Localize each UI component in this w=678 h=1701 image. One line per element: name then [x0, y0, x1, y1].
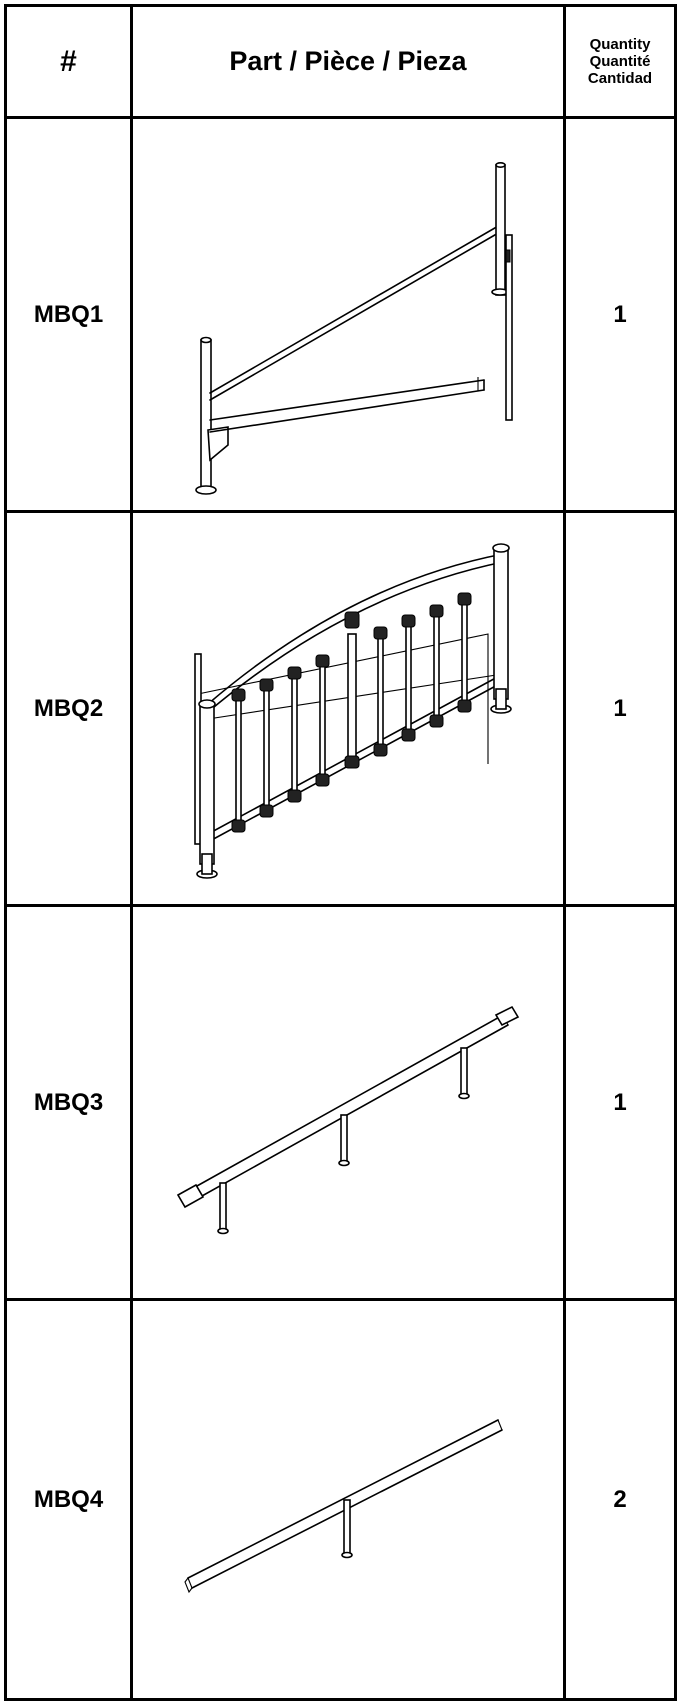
part-drawing-cell: [130, 904, 566, 1301]
header-quantity-en: Quantity: [589, 36, 651, 53]
parts-table: # Part / Pièce / Pieza Quantity Quantité…: [4, 4, 677, 1701]
header-number: #: [4, 4, 133, 119]
headboard-panel-drawing: [194, 542, 512, 879]
side-rail-frame-drawing: [195, 161, 513, 495]
part-drawing-cell: [130, 116, 566, 513]
table-row: MBQ2: [4, 510, 677, 907]
center-rail-drawing: [176, 1005, 520, 1234]
table-row: MBQ1: [4, 116, 677, 513]
part-quantity: 1: [563, 116, 677, 513]
table-row: MBQ4 2: [4, 1298, 677, 1701]
slat-drawing: [184, 1418, 503, 1593]
part-quantity: 1: [563, 904, 677, 1301]
part-id: MBQ3: [4, 904, 133, 1301]
header-quantity-es: Cantidad: [587, 70, 653, 87]
part-id: MBQ4: [4, 1298, 133, 1701]
part-id: MBQ2: [4, 510, 133, 907]
part-drawing-cell: [130, 1298, 566, 1701]
header-row: # Part / Pièce / Pieza Quantity Quantité…: [4, 4, 677, 119]
header-quantity: Quantity Quantité Cantidad: [563, 4, 677, 119]
table-row: MBQ3 1: [4, 904, 677, 1301]
header-part: Part / Pièce / Pieza: [130, 4, 566, 119]
part-quantity: 2: [563, 1298, 677, 1701]
part-id: MBQ1: [4, 116, 133, 513]
part-quantity: 1: [563, 510, 677, 907]
spindle-ornaments: [231, 592, 472, 832]
header-quantity-fr: Quantité: [589, 53, 651, 70]
part-drawing-cell: [130, 510, 566, 907]
